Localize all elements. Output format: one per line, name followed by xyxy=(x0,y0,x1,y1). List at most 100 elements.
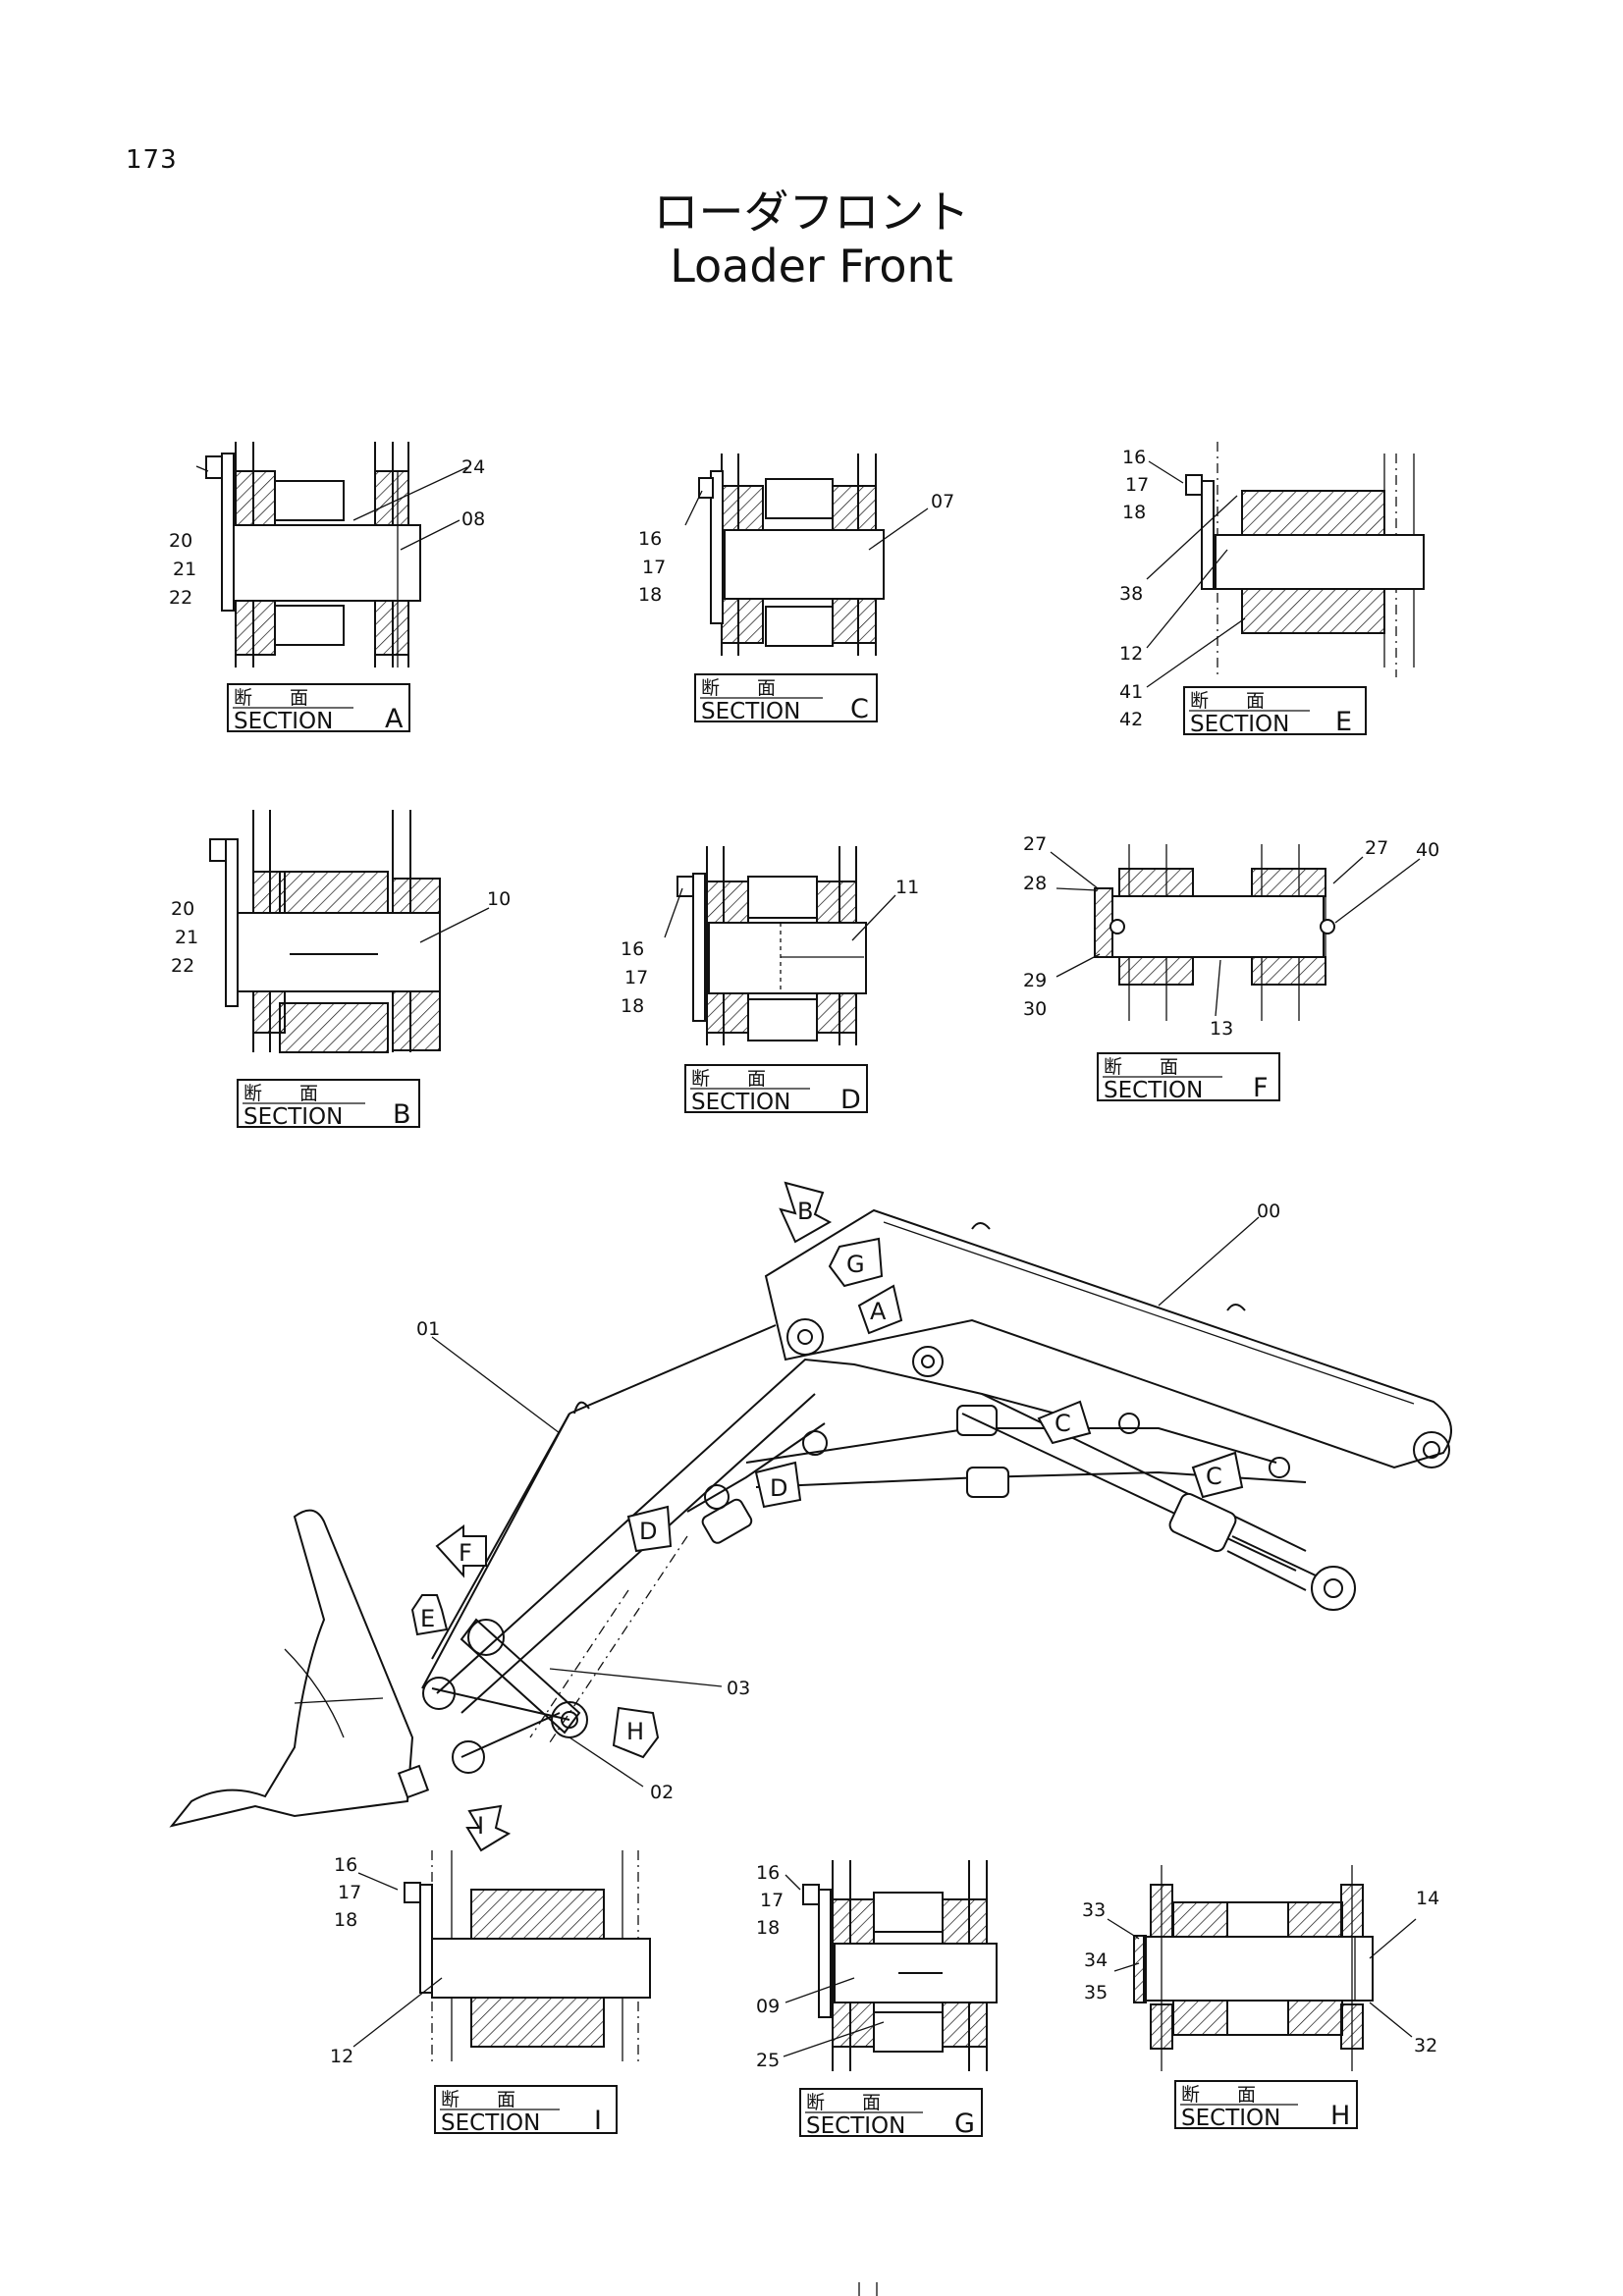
svg-text:H: H xyxy=(626,1718,644,1745)
section-g-drawing xyxy=(802,1860,998,2071)
svg-text:G: G xyxy=(954,2109,975,2139)
svg-text:I: I xyxy=(594,2106,602,2136)
section-i-title-box: 断 面 SECTION I xyxy=(434,2085,618,2136)
svg-text:SECTION: SECTION xyxy=(234,709,333,734)
section-f-label-30: 30 xyxy=(1023,998,1047,1020)
section-b-title-box: 断 面 SECTION B xyxy=(237,1079,420,1130)
svg-text:断 面: 断 面 xyxy=(1181,2084,1256,2106)
section-h-label-32: 32 xyxy=(1414,2035,1437,2056)
svg-text:E: E xyxy=(1335,707,1352,737)
section-i-drawing xyxy=(404,1850,651,2061)
svg-text:F: F xyxy=(1253,1073,1269,1103)
svg-text:断 面: 断 面 xyxy=(806,2092,881,2113)
section-marker-a: A xyxy=(857,1284,903,1335)
section-d-label-17: 17 xyxy=(624,967,648,988)
section-h-label-14: 14 xyxy=(1416,1888,1439,1909)
svg-text:D: D xyxy=(840,1085,861,1115)
main-part-label-01: 01 xyxy=(416,1318,440,1340)
section-e-label-16: 16 xyxy=(1122,447,1146,468)
section-h-drawing xyxy=(1133,1865,1374,2071)
svg-text:C: C xyxy=(1055,1410,1071,1437)
section-f-label-29: 29 xyxy=(1023,970,1047,991)
svg-text:I: I xyxy=(477,1812,484,1840)
svg-text:断 面: 断 面 xyxy=(701,677,776,699)
section-a-title-box: 断 面 SECTION A xyxy=(227,683,410,734)
section-c-drawing xyxy=(698,454,885,656)
svg-text:B: B xyxy=(797,1198,813,1225)
section-marker-d-2: D xyxy=(626,1505,673,1553)
section-f-drawing xyxy=(1094,844,1335,1021)
svg-text:C: C xyxy=(850,694,869,724)
section-c-label-17: 17 xyxy=(642,557,666,578)
svg-text:H: H xyxy=(1330,2101,1350,2131)
main-part-label-03: 03 xyxy=(727,1678,750,1699)
section-g-label-17: 17 xyxy=(760,1890,784,1911)
section-e-drawing xyxy=(1185,442,1425,677)
section-b-label-22: 22 xyxy=(171,955,194,977)
section-c-title-box: 断 面 SECTION C xyxy=(694,673,878,724)
section-d-label-16: 16 xyxy=(621,938,644,960)
section-f-label-40: 40 xyxy=(1416,839,1439,861)
section-g-label-25: 25 xyxy=(756,2050,780,2071)
svg-text:断 面: 断 面 xyxy=(1104,1056,1178,1078)
svg-text:断 面: 断 面 xyxy=(243,1083,318,1104)
section-d-label-18: 18 xyxy=(621,995,644,1017)
section-e-label-12: 12 xyxy=(1119,643,1143,665)
svg-text:B: B xyxy=(393,1099,411,1130)
section-marker-c-1: C xyxy=(1037,1400,1092,1445)
section-f-label-27-right: 27 xyxy=(1365,837,1388,859)
svg-text:C: C xyxy=(1206,1463,1222,1490)
main-part-label-00: 00 xyxy=(1257,1201,1280,1222)
section-marker-h: H xyxy=(612,1706,660,1759)
section-i-label-18: 18 xyxy=(334,1909,357,1931)
section-i-label-16: 16 xyxy=(334,1854,357,1876)
section-b-drawing xyxy=(209,810,441,1053)
section-h-label-34: 34 xyxy=(1084,1949,1108,1971)
section-f-label-28: 28 xyxy=(1023,873,1047,894)
svg-text:SECTION: SECTION xyxy=(701,699,800,724)
section-marker-c-2: C xyxy=(1191,1451,1244,1499)
title-japanese: ローダフロント xyxy=(653,186,970,239)
loader-front-main-view xyxy=(169,1208,1452,1828)
section-e-label-18: 18 xyxy=(1122,502,1146,523)
section-d-drawing xyxy=(676,846,867,1045)
section-e-label-42: 42 xyxy=(1119,709,1143,730)
title-english: Loader Front xyxy=(670,240,953,293)
section-marker-b: B xyxy=(779,1181,833,1244)
section-a-label-21: 21 xyxy=(173,559,196,580)
section-g-title-box: 断 面 SECTION G xyxy=(799,2088,983,2139)
section-b-label-21: 21 xyxy=(175,927,198,948)
section-g-label-18: 18 xyxy=(756,1917,780,1939)
section-g-label-09: 09 xyxy=(756,1996,780,2017)
section-marker-f: F xyxy=(435,1524,487,1578)
section-marker-g: G xyxy=(828,1237,884,1288)
section-a-drawing xyxy=(205,442,421,667)
svg-text:F: F xyxy=(459,1539,472,1567)
svg-text:SECTION: SECTION xyxy=(806,2113,905,2139)
svg-text:SECTION: SECTION xyxy=(1190,712,1289,737)
section-f-label-13: 13 xyxy=(1210,1018,1233,1040)
section-a-label-24: 24 xyxy=(461,456,485,478)
section-e-title-box: 断 面 SECTION E xyxy=(1183,686,1367,737)
section-i-label-17: 17 xyxy=(338,1882,361,1903)
svg-text:E: E xyxy=(420,1605,435,1632)
section-i-label-12: 12 xyxy=(330,2046,353,2067)
svg-text:D: D xyxy=(639,1518,657,1545)
section-e-label-41: 41 xyxy=(1119,681,1143,703)
section-h-label-35: 35 xyxy=(1084,1982,1108,2003)
section-marker-d-1: D xyxy=(754,1461,802,1509)
svg-text:A: A xyxy=(870,1298,887,1325)
section-f-title-box: 断 面 SECTION F xyxy=(1097,1052,1280,1103)
section-marker-e: E xyxy=(410,1594,449,1636)
section-a-label-08: 08 xyxy=(461,508,485,530)
section-e-label-38: 38 xyxy=(1119,583,1143,605)
svg-text:SECTION: SECTION xyxy=(441,2110,540,2136)
svg-text:SECTION: SECTION xyxy=(1104,1078,1203,1103)
svg-text:G: G xyxy=(846,1251,865,1278)
section-d-title-box: 断 面 SECTION D xyxy=(684,1064,868,1115)
svg-text:D: D xyxy=(770,1474,787,1502)
section-a-label-22: 22 xyxy=(169,587,192,609)
section-h-title-box: 断 面 SECTION H xyxy=(1174,2080,1358,2131)
page-number: 173 xyxy=(126,145,178,175)
